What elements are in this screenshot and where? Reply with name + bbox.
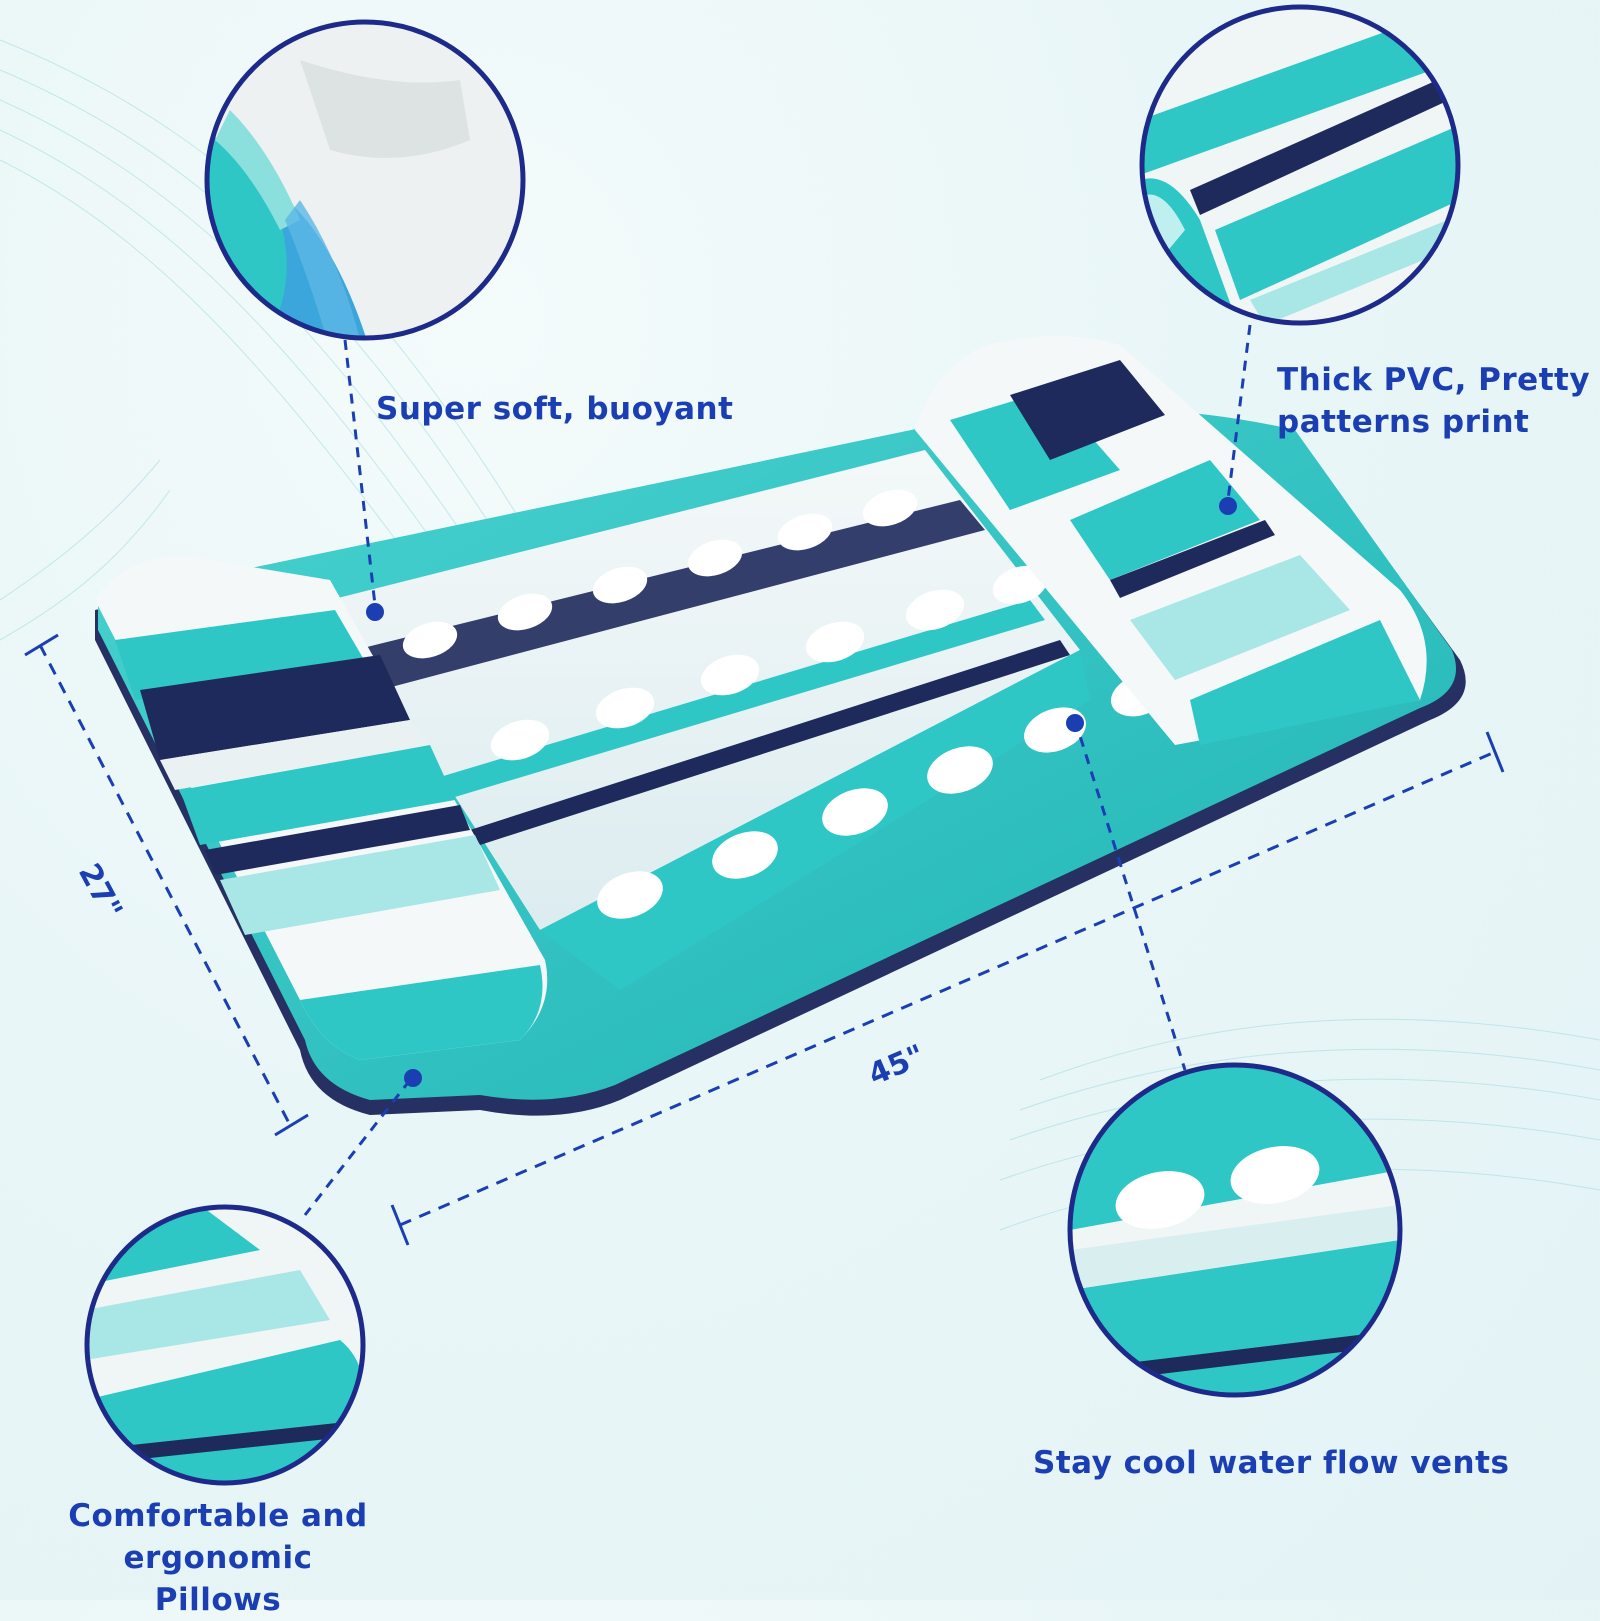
detail-circle-pillow (84, 1204, 366, 1486)
callout-pvc-line2: patterns print (1277, 404, 1530, 440)
detail-circle-pvc (1139, 4, 1461, 326)
left-pillow (95, 555, 548, 1060)
callout-soft: Super soft, buoyant (376, 388, 733, 430)
callout-soft-text: Super soft, buoyant (376, 391, 734, 427)
float-deck (330, 450, 1080, 930)
callout-leaders (303, 324, 1252, 1216)
callout-pillow-line1: Comfortable and (68, 1498, 368, 1534)
callout-dots (366, 497, 1237, 1087)
callout-pillow-line2: ergonomic Pillows (123, 1540, 313, 1618)
detail-circle-vents (1067, 1062, 1403, 1398)
detail-circle-soft (204, 19, 526, 341)
callout-vents: Stay cool water flow vents (1033, 1442, 1509, 1484)
right-pillow (915, 336, 1427, 745)
callout-pillow: Comfortable and ergonomic Pillows (68, 1495, 368, 1621)
callout-vents-text: Stay cool water flow vents (1033, 1445, 1510, 1481)
pool-float (95, 336, 1466, 1116)
callout-pvc-line1: Thick PVC, Pretty (1277, 362, 1591, 398)
callout-pvc: Thick PVC, Pretty patterns print (1277, 359, 1590, 443)
dimension-lines (24, 633, 1505, 1246)
